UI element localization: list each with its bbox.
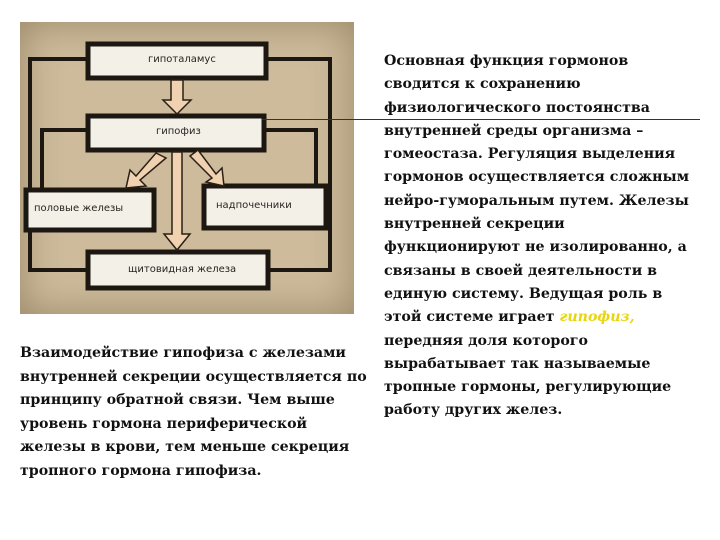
arrow-hypothalamus-to-pituitary	[161, 79, 193, 116]
divider-line	[262, 119, 700, 120]
arrow-pituitary-to-thyroid	[162, 151, 192, 252]
box-gonads	[23, 187, 157, 233]
endocrine-diagram	[23, 41, 332, 291]
main-paragraph: Основная функция гормонов сводится к сох…	[384, 50, 704, 423]
label-thyroid: щитовидная железа	[128, 264, 237, 275]
label-pituitary: гипофиз	[156, 126, 201, 137]
box-pituitary	[85, 113, 267, 153]
label-hypothalamus: гипоталамус	[148, 54, 216, 65]
arrow-pituitary-to-gonads	[125, 152, 168, 189]
main-paragraph-end: передняя доля которого вырабатывает так …	[384, 332, 672, 419]
feedback-line-right	[266, 57, 332, 272]
box-adrenals	[201, 183, 329, 231]
label-adrenals: надпочечники	[216, 200, 292, 211]
highlight-pituitary: гипофиз,	[559, 309, 635, 326]
feedback-paragraph: Взаимодействие гипофиза с железами внутр…	[20, 345, 367, 479]
diagram-photo: гипоталамус гипофиз половые железы надпо…	[20, 22, 354, 314]
label-gonads: половые железы	[34, 203, 124, 214]
box-hypothalamus	[85, 41, 269, 81]
box-thyroid	[85, 249, 271, 291]
feedback-line-adrenal	[264, 128, 318, 200]
main-paragraph-text: Основная функция гормонов сводится к сох…	[384, 53, 690, 326]
feedback-line-inner-left	[40, 128, 88, 198]
arrow-pituitary-to-adrenals	[188, 148, 225, 187]
feedback-line-outer-left	[28, 57, 88, 272]
